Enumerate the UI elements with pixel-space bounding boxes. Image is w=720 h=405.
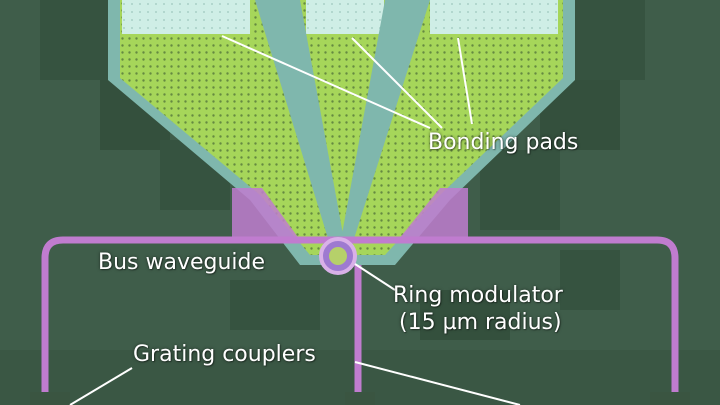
label-bonding-pads: Bonding pads	[428, 130, 579, 155]
bus-waveguide	[41, 236, 679, 405]
shoulder-left	[232, 188, 300, 240]
bonding-pads	[122, 0, 558, 34]
grating-couplers	[30, 392, 690, 405]
leader-lines	[69, 35, 521, 405]
label-grating-couplers: Grating couplers	[133, 342, 316, 367]
label-bus-waveguide: Bus waveguide	[98, 250, 266, 275]
label-ring-radius: (15 µm radius)	[399, 310, 562, 335]
shoulder-right	[398, 188, 468, 240]
label-ring-modulator: Ring modulator	[393, 283, 563, 308]
